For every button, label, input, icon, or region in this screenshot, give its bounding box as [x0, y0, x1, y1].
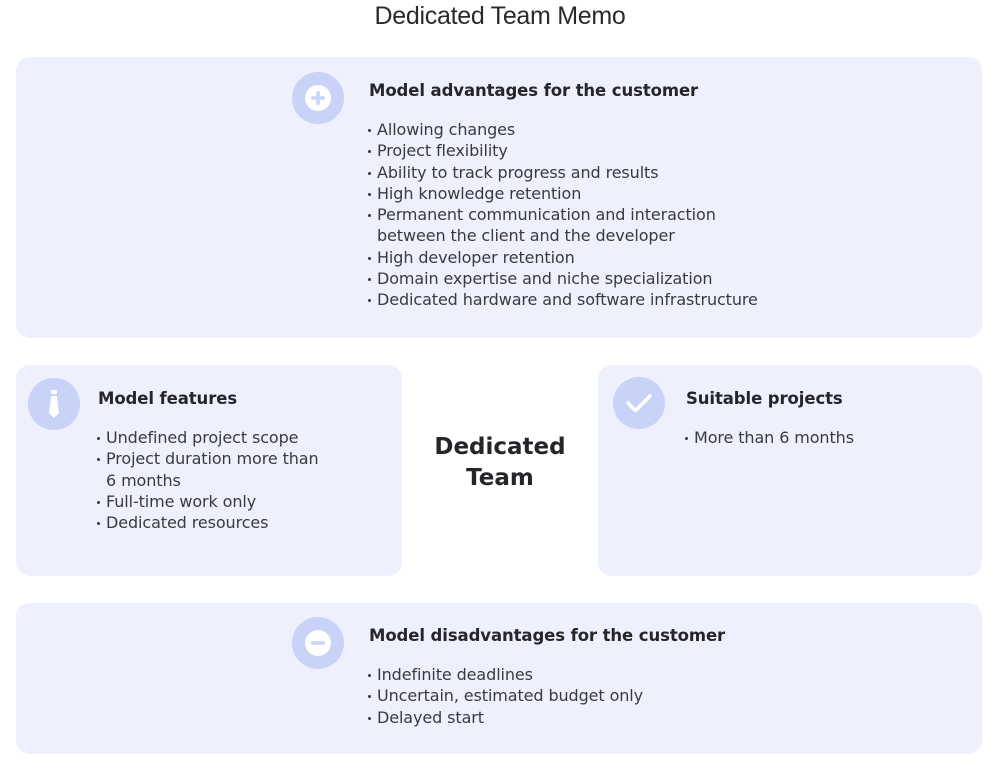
checkmark-icon — [613, 377, 665, 429]
list-item: High developer retention — [368, 247, 928, 268]
list-item: Undefined project scope — [97, 427, 387, 448]
disadvantages-card — [16, 603, 982, 754]
center-label: Dedicated Team — [434, 434, 566, 491]
features-list: Undefined project scope Project duration… — [97, 427, 387, 533]
advantages-card — [16, 57, 982, 338]
plus-circle-icon — [292, 72, 344, 124]
features-heading: Model features — [98, 389, 238, 408]
list-item: Full-time work only — [97, 491, 387, 512]
tie-icon — [28, 378, 80, 430]
list-item: More than 6 months — [685, 427, 965, 448]
disadvantages-list: Indefinite deadlines Uncertain, estimate… — [368, 664, 868, 728]
list-item: Project flexibility — [368, 140, 928, 161]
suitable-projects-heading: Suitable projects — [686, 389, 843, 408]
list-item: Permanent communication and interaction … — [368, 204, 928, 247]
list-item: Indefinite deadlines — [368, 664, 868, 685]
minus-circle-icon — [292, 617, 344, 669]
list-item: Allowing changes — [368, 119, 928, 140]
list-item: Project duration more than 6 months — [97, 448, 387, 491]
page-title: Dedicated Team Memo — [374, 2, 626, 30]
suitable-projects-list: More than 6 months — [685, 427, 965, 448]
list-item: Domain expertise and niche specializatio… — [368, 268, 928, 289]
advantages-list: Allowing changes Project flexibility Abi… — [368, 119, 928, 311]
features-card — [16, 365, 402, 576]
list-item: Delayed start — [368, 707, 868, 728]
list-item: Dedicated hardware and software infrastr… — [368, 289, 928, 310]
list-item: Ability to track progress and results — [368, 162, 928, 183]
list-item: High knowledge retention — [368, 183, 928, 204]
list-item: Uncertain, estimated budget only — [368, 685, 868, 706]
disadvantages-heading: Model disadvantages for the customer — [369, 626, 726, 645]
advantages-heading: Model advantages for the customer — [369, 81, 699, 100]
list-item: Dedicated resources — [97, 512, 387, 533]
